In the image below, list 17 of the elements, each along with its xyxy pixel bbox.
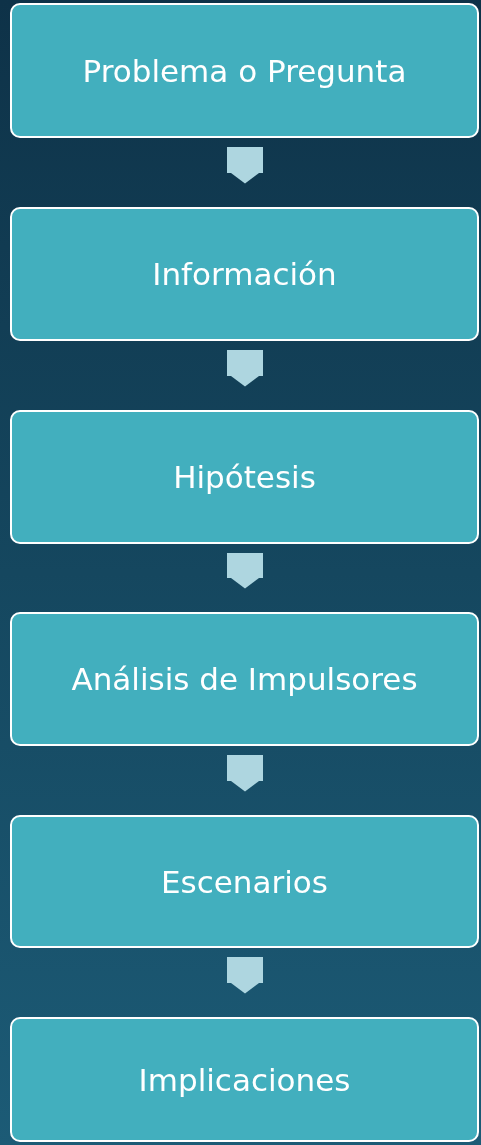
- block-arrow: [227, 755, 263, 792]
- process-box: [10, 1017, 479, 1142]
- block-arrow: [227, 350, 263, 387]
- process-box: [10, 815, 479, 948]
- process-box: [10, 410, 479, 544]
- step-label: Problema o Pregunta: [81, 52, 408, 89]
- process-box: [10, 612, 479, 746]
- block-arrow: [227, 147, 263, 184]
- step-label: Información: [151, 256, 338, 292]
- step-label: Hipótesis: [172, 459, 317, 495]
- process-box: [10, 207, 479, 341]
- process-box: [10, 3, 479, 138]
- step-label: Implicaciones: [137, 1061, 352, 1098]
- block-arrow: [227, 957, 263, 994]
- block-arrow: [227, 553, 263, 589]
- step-label: Escenarios: [160, 863, 329, 900]
- step-label: Análisis de Impulsores: [70, 661, 419, 697]
